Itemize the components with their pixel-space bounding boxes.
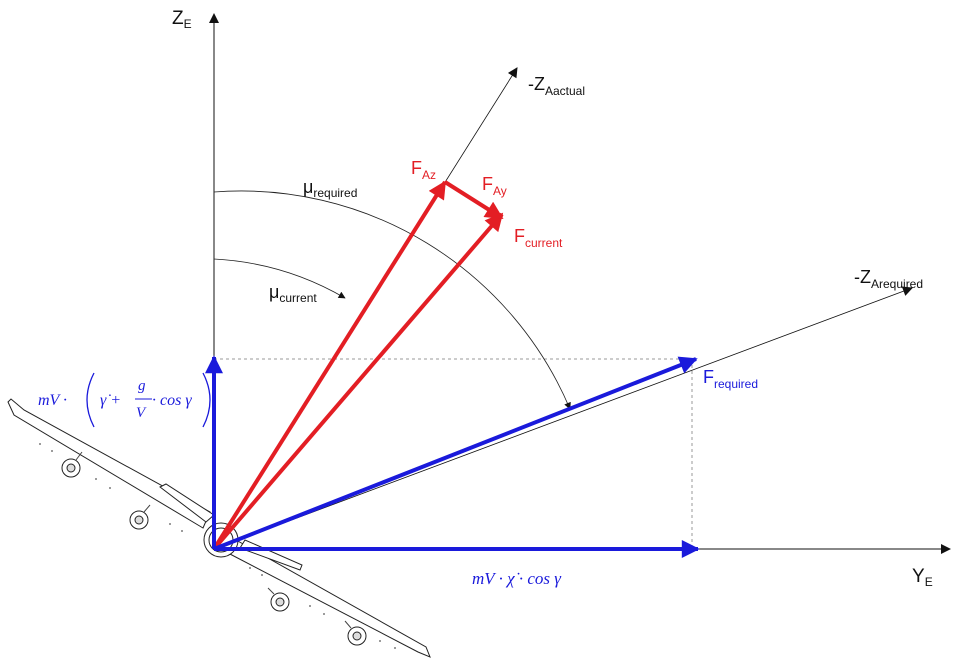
formula-prefix: mV · <box>38 392 67 409</box>
left-wing <box>7 398 211 529</box>
engine <box>129 510 149 530</box>
aircraft-illustration <box>7 398 431 658</box>
vertical-force-formula: mV · γ̇ + g V · cos γ <box>38 372 211 428</box>
stabilizer-left <box>159 483 215 523</box>
f-az-label: FAz <box>411 158 436 182</box>
horizontal-force-formula: mV · χ̇ · cos γ <box>472 569 562 588</box>
engine <box>61 458 81 478</box>
right-paren <box>202 372 211 428</box>
f-ay-label: FAy <box>482 174 507 198</box>
y-axis-label: YE <box>912 566 933 589</box>
window-dots <box>39 443 396 649</box>
z-required-label: -ZArequired <box>854 267 923 291</box>
f-az-vector <box>212 180 447 551</box>
formula-inner-b: · cos γ <box>152 392 192 409</box>
mu-current-label: μcurrent <box>269 282 317 305</box>
f-required-vector <box>213 356 698 551</box>
z-required-axis <box>213 286 913 550</box>
f-current-vector <box>212 212 504 551</box>
z-axis-label: ZE <box>172 8 192 31</box>
mu-required-arc <box>213 190 571 410</box>
engine <box>347 626 367 646</box>
right-wing <box>227 539 431 658</box>
formula-denominator: V <box>136 405 147 421</box>
f-required-label: Frequired <box>703 367 758 391</box>
formula-numerator: g <box>138 378 146 394</box>
f-ay-vector <box>443 180 504 220</box>
engine <box>270 592 290 612</box>
f-current-label: Fcurrent <box>514 226 563 250</box>
mu-required-label: μrequired <box>303 177 357 200</box>
formula-inner-a: γ̇ + <box>100 392 121 409</box>
mu-current-arc <box>213 258 346 299</box>
left-paren <box>86 372 95 428</box>
z-actual-label: -ZAactual <box>528 74 585 98</box>
